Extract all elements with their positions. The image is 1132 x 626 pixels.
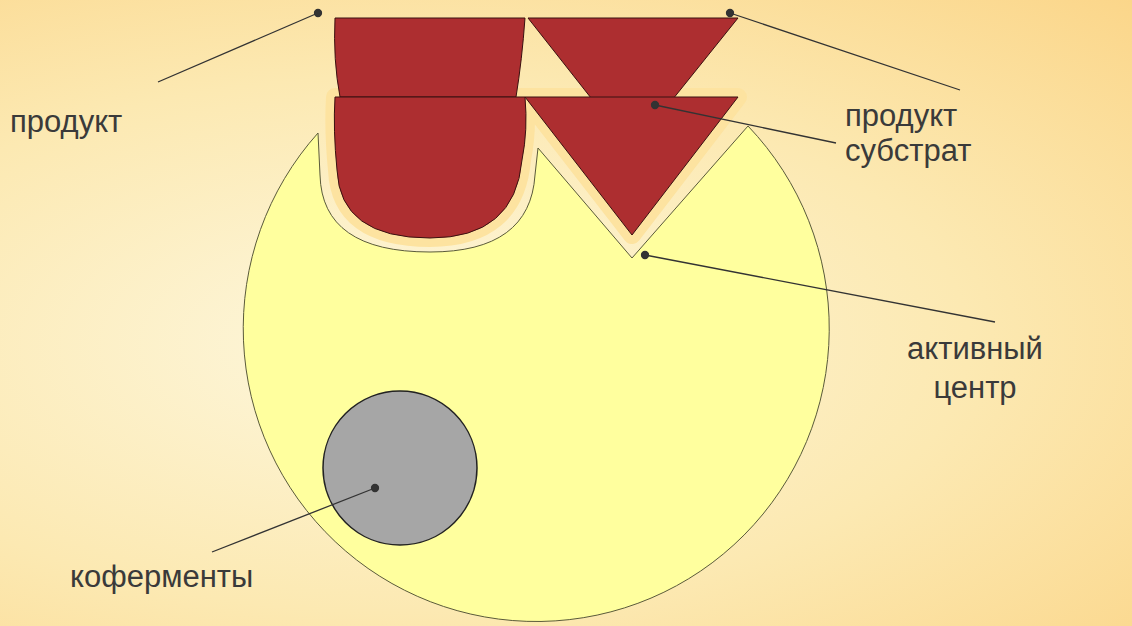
coenzyme-circle — [323, 391, 477, 545]
substrate-shape — [334, 97, 526, 238]
enzyme-body — [243, 126, 829, 622]
part-label: продукт — [10, 103, 122, 142]
part-label: продукт — [845, 97, 957, 136]
leader-line — [655, 105, 836, 143]
leader-line — [730, 13, 960, 90]
part-label: субстрат — [845, 132, 971, 171]
leader-line — [645, 255, 995, 322]
leader-dot — [652, 102, 659, 109]
leader-dot — [642, 252, 649, 259]
leader-dot — [315, 10, 322, 17]
product-shape — [335, 18, 525, 97]
part-label: коферменты — [70, 558, 253, 597]
leader-line — [158, 13, 318, 82]
leader-line — [212, 488, 375, 552]
leader-dot — [372, 485, 379, 492]
substrate-shape — [525, 97, 738, 235]
leader-dot — [727, 10, 734, 17]
part-label: активный центр — [895, 330, 1055, 408]
